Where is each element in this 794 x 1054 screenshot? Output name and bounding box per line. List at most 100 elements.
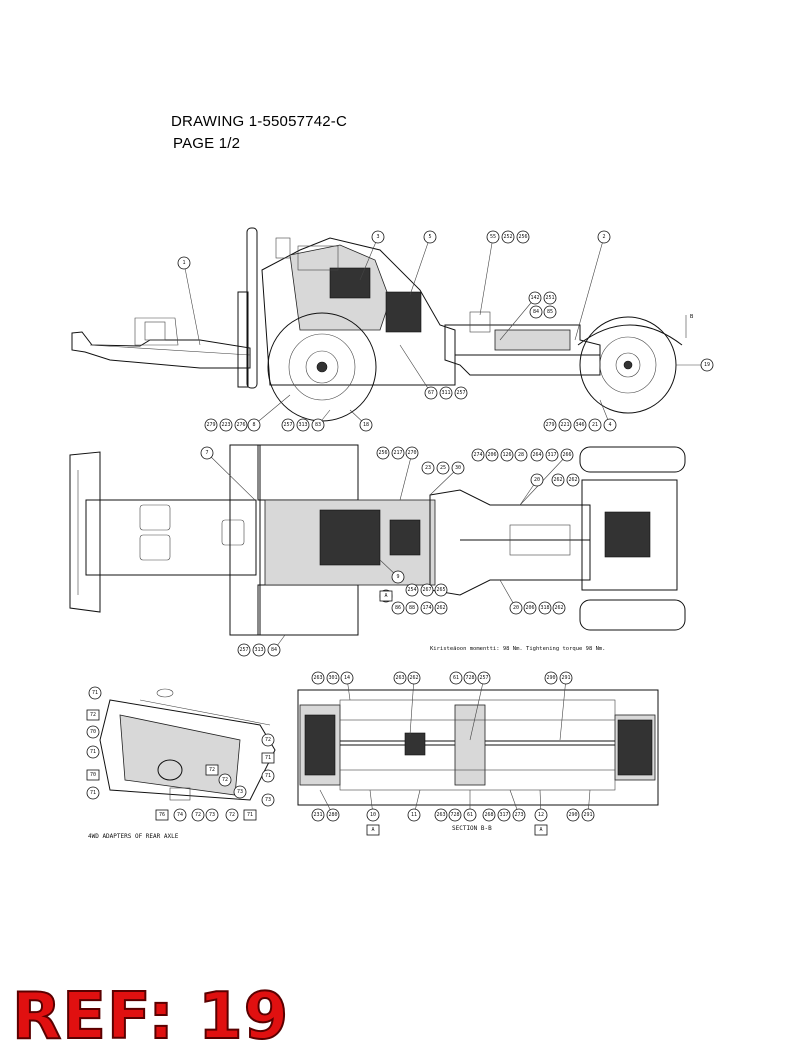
top-note-a: A [384,593,387,599]
top-balloon-257: 257 [239,647,248,653]
side-balloon-5: 5 [428,234,431,240]
top-balloon-317-circle [545,448,559,462]
side-balloon-279-circle [204,418,218,432]
section-balloon-268: 268 [484,812,493,818]
section-balloon-12: 12 [538,812,544,818]
section-balloon-263: 263 [313,675,322,681]
side-balloon-257: 257 [283,422,292,428]
side-balloon-18: 18 [363,422,369,428]
section-balloon-10-circle [366,808,380,822]
leader-line [574,236,605,341]
side-balloon-19-circle [700,358,714,372]
detail-label-72: 72 [195,812,201,818]
side-balloon-84: 84 [533,309,539,315]
section-balloon-10: 10 [370,812,376,818]
leader-line [469,677,485,741]
side-balloon-256-circle [516,230,530,244]
top-view [69,444,686,636]
leader-line [499,297,536,341]
top-balloon-265-circle [434,583,448,597]
side-balloon-5-circle [423,230,437,244]
side-balloon-142-circle [528,291,542,305]
side-balloon-21: 21 [592,422,598,428]
side-balloon-276-circle [234,418,248,432]
top-balloon-313: 313 [254,647,263,653]
section-marker-a2: A [539,827,542,833]
side-balloon-55: 55 [490,234,496,240]
section-balloon-268-circle [482,808,496,822]
top-balloon-174-circle [420,601,434,615]
side-balloon-276: 276 [236,422,245,428]
top-balloon-262: 262 [554,605,563,611]
detail-label-70-box [86,769,100,781]
side-balloon-1: 1 [182,260,185,266]
section-balloon-231-circle [311,808,325,822]
top-balloon-88-circle [405,601,419,615]
detail-label-71-circle [88,686,102,700]
leader-line [429,467,459,496]
section-balloon-262-circle [407,671,421,685]
detail-label-71: 71 [92,690,98,696]
section-view: Kiristeäoon momentti: 98 Nm. Tightening … [297,646,659,832]
side-balloon-311-circle [439,386,453,400]
side-balloon-18-circle [359,418,373,432]
section-balloon-262: 262 [409,675,418,681]
section-balloon-263-circle [434,808,448,822]
top-balloon-264: 264 [532,452,541,458]
leader-line [409,236,431,296]
section-balloon-280: 280 [328,812,337,818]
leader-line [206,452,256,501]
top-balloon-262-circle [566,473,580,487]
side-balloon-8-circle [247,418,261,432]
detail-label-71-circle [261,769,275,783]
top-balloon-206: 206 [487,452,496,458]
side-balloon-252: 252 [503,234,512,240]
section-marker-a1-box [366,824,380,836]
detail-caption: 4WD ADAPTERS OF REAR AXLE [88,833,179,840]
section-balloon-257: 257 [479,675,488,681]
top-balloon-20-circle [530,473,544,487]
leader-line [519,454,568,506]
detail-label-76-box [155,809,169,821]
torque-note: Kiristeäoon momentti: 98 Nm. Tightening … [430,646,606,652]
detail-label-72: 72 [229,812,235,818]
detail-label-72-box [86,709,100,721]
top-balloon-28: 28 [518,452,524,458]
top-balloon-217-circle [391,446,405,460]
side-balloon-67-circle [424,386,438,400]
side-balloon-83-circle [311,418,325,432]
detail-label-73-circle [261,793,275,807]
top-balloon-25-circle [436,461,450,475]
section-balloon-317: 317 [499,812,508,818]
side-balloon-252-circle [501,230,515,244]
section-balloon-257-circle [477,671,491,685]
section-balloon-61-circle [463,808,477,822]
top-balloon-317: 317 [547,452,556,458]
side-balloon-257-circle [281,418,295,432]
top-balloon-7: 7 [205,450,208,456]
side-balloon-223: 223 [221,422,230,428]
side-balloon-142: 142 [530,295,539,301]
section-balloon-263: 263 [436,812,445,818]
top-balloon-206-circle [523,601,537,615]
detail-label-70: 70 [90,729,96,735]
top-balloon-206: 206 [525,605,534,611]
detail-label-73-circle [233,785,247,799]
top-balloon-126: 126 [502,452,511,458]
top-balloon-262-circle [552,601,566,615]
detail-label-76: 76 [159,812,165,818]
top-balloon-25: 25 [440,465,446,471]
leader-line [399,344,432,394]
section-balloon-263: 263 [395,675,404,681]
section-marker-b: B [690,314,694,320]
top-balloon-270-circle [405,446,419,460]
side-balloon-3-circle [371,230,385,244]
section-balloon-301-circle [326,671,340,685]
side-balloon-251: 251 [545,295,554,301]
side-balloon-223-circle [219,418,233,432]
detail-label-71-box [243,809,257,821]
top-balloon-88: 88 [409,605,415,611]
section-balloon-61: 61 [453,675,459,681]
top-balloon-318: 318 [540,605,549,611]
top-balloon-23-circle [421,461,435,475]
